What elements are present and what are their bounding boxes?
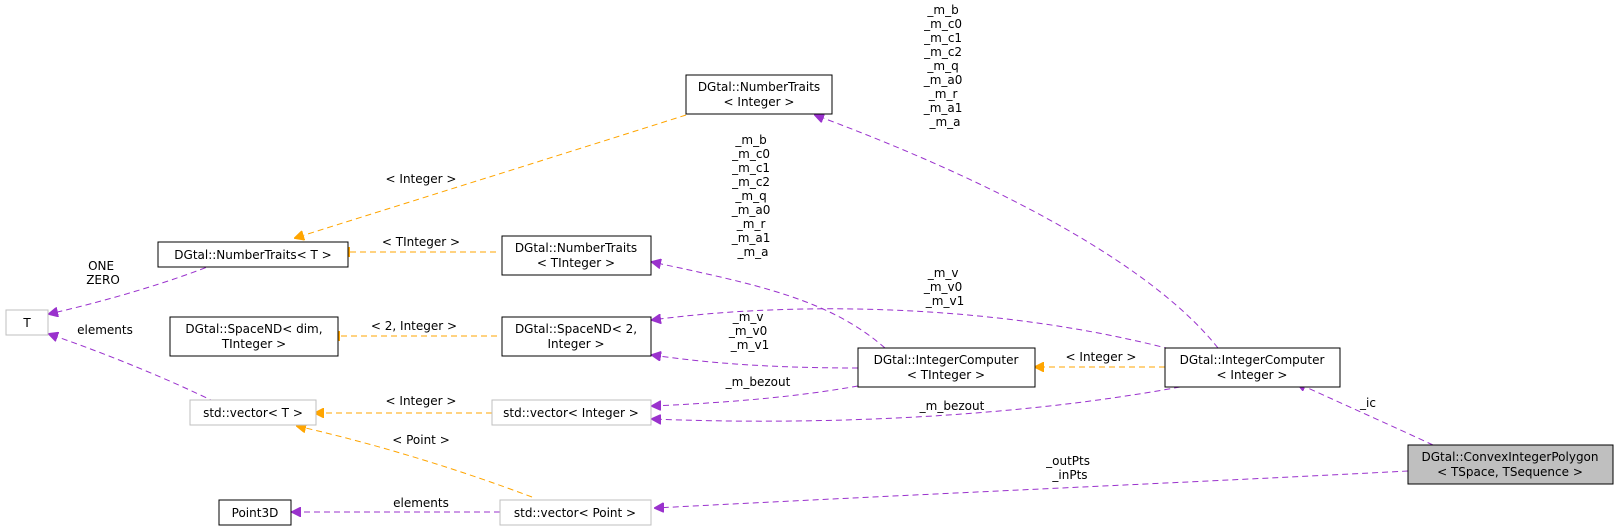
edges — [49, 114, 1434, 512]
svg-text:DGtal::NumberTraits: DGtal::NumberTraits — [515, 241, 637, 255]
svg-text:< TSpace, TSequence >: < TSpace, TSequence > — [1437, 465, 1583, 479]
node-space-nd-2-integer[interactable]: DGtal::SpaceND< 2, Integer > — [501, 316, 652, 357]
svg-text:std::vector< Point >: std::vector< Point > — [514, 506, 636, 520]
edge-vector-point-tmpl — [297, 426, 533, 498]
node-convex-integer-polygon[interactable]: DGtal::ConvexIntegerPolygon < TSpace, TS… — [1407, 444, 1614, 485]
node-space-nd-dim-tinteger[interactable]: DGtal::SpaceND< dim, TInteger > — [169, 316, 339, 357]
edge-labels: _ic _outPts _inPts _m_b _m_c0 _m_c1 _m_c… — [77, 3, 1376, 510]
edge-ict-space — [652, 355, 859, 369]
edge-ic-bezout — [652, 386, 1181, 421]
label-pts: _outPts _inPts — [1045, 454, 1094, 482]
nodes: DGtal::ConvexIntegerPolygon < TSpace, TS… — [5, 74, 1614, 526]
svg-text:DGtal::NumberTraits< T >: DGtal::NumberTraits< T > — [174, 248, 331, 262]
node-point3d[interactable]: Point3D — [218, 499, 292, 526]
label-space-integer-members: _m_v _m_v0 _m_v1 — [923, 266, 966, 308]
node-integer-computer-tinteger[interactable]: DGtal::IntegerComputer < TInteger > — [857, 347, 1036, 388]
svg-text:T: T — [22, 316, 31, 330]
edge-ict-nt-tinteger — [652, 262, 886, 349]
label-nt-tinteger-members: _m_b _m_c0 _m_c1 _m_c2 _m_q _m_a0 _m_r _… — [731, 133, 775, 259]
node-integer-computer-integer[interactable]: DGtal::IntegerComputer < Integer > — [1164, 347, 1341, 388]
svg-text:std::vector< T >: std::vector< T > — [203, 406, 303, 420]
svg-text:DGtal::SpaceND< 2,: DGtal::SpaceND< 2, — [515, 322, 637, 336]
label-bezout-tinteger: _m_bezout — [725, 375, 791, 389]
label-elements-point3d: elements — [393, 496, 449, 510]
svg-text:< Integer >: < Integer > — [1217, 368, 1288, 382]
svg-text:< TInteger >: < TInteger > — [907, 368, 985, 382]
node-vector-t[interactable]: std::vector< T > — [189, 399, 317, 426]
edge-ict-bezout — [652, 385, 859, 406]
edge-ic-nt-integer — [815, 115, 1219, 349]
svg-text:Point3D: Point3D — [232, 506, 279, 520]
svg-text:Integer >: Integer > — [547, 337, 604, 351]
svg-text:DGtal::IntegerComputer: DGtal::IntegerComputer — [1180, 353, 1325, 367]
edge-vector-t — [49, 334, 216, 403]
label-tmpl-nt-tinteger: < TInteger > — [382, 235, 460, 249]
svg-text:DGtal::ConvexIntegerPolygon: DGtal::ConvexIntegerPolygon — [1421, 450, 1598, 464]
node-number-traits-t[interactable]: DGtal::NumberTraits< T > — [157, 241, 349, 268]
svg-text:DGtal::NumberTraits: DGtal::NumberTraits — [698, 80, 820, 94]
label-tmpl-vector-integer: < Integer > — [386, 394, 457, 408]
label-space-tinteger-members: _m_v _m_v0 _m_v1 — [728, 310, 771, 352]
node-number-traits-integer[interactable]: DGtal::NumberTraits < Integer > — [685, 74, 833, 115]
svg-text:std::vector< Integer >: std::vector< Integer > — [503, 406, 639, 420]
edge-ic-space — [652, 308, 1171, 350]
node-vector-integer[interactable]: std::vector< Integer > — [491, 399, 652, 426]
edge-ic — [1297, 383, 1434, 446]
label-ic: _ic — [1359, 396, 1376, 410]
svg-text:TInteger >: TInteger > — [221, 337, 286, 351]
label-tmpl-space: < 2, Integer > — [371, 319, 457, 333]
svg-text:DGtal::IntegerComputer: DGtal::IntegerComputer — [874, 353, 1019, 367]
node-vector-point[interactable]: std::vector< Point > — [499, 499, 652, 526]
label-bezout-integer: _m_bezout — [919, 399, 985, 413]
label-tmpl-integer-ic: < Integer > — [1066, 350, 1137, 364]
edge-nt-integer-tmpl — [295, 114, 687, 238]
node-t[interactable]: T — [5, 309, 49, 336]
label-elements-t: elements — [77, 323, 133, 337]
label-tmpl-nt-integer: < Integer > — [386, 172, 457, 186]
edge-nt-t — [49, 263, 216, 314]
svg-text:< TInteger >: < TInteger > — [537, 256, 615, 270]
edge-pts — [655, 470, 1409, 508]
svg-text:< Integer >: < Integer > — [724, 95, 795, 109]
label-nt-integer-members: _m_b _m_c0 _m_c1 _m_c2 _m_q _m_a0 _m_r _… — [923, 3, 967, 129]
label-tmpl-vector-point: < Point > — [392, 433, 450, 447]
svg-text:DGtal::SpaceND< dim,: DGtal::SpaceND< dim, — [185, 322, 322, 336]
label-one-zero: ONE ZERO — [86, 259, 120, 287]
node-number-traits-tinteger[interactable]: DGtal::NumberTraits < TInteger > — [501, 235, 652, 276]
